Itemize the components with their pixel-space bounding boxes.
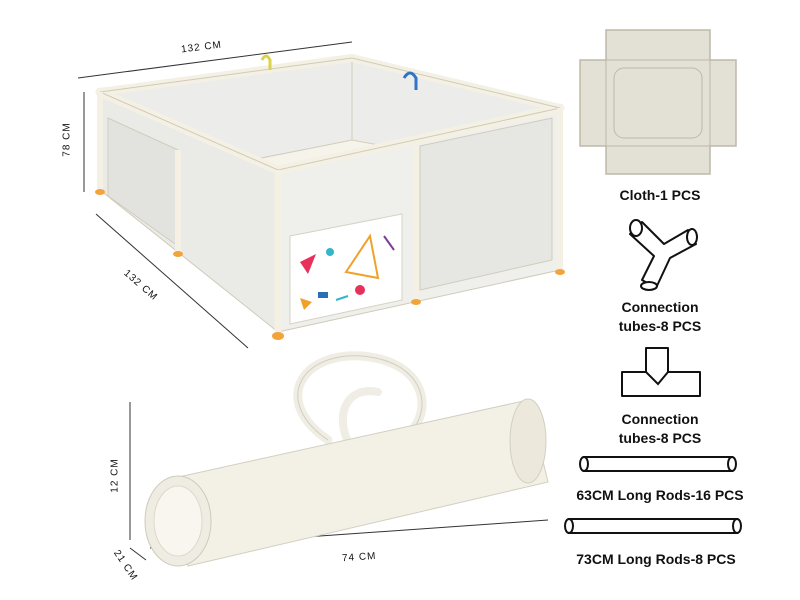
y-tube-label-line1: Connection — [621, 299, 699, 315]
rod-icon — [564, 518, 742, 534]
t-tube-label-line2: tubes-8 PCS — [618, 430, 702, 446]
bag-height-label: 12 CM — [109, 458, 121, 493]
y-tube-label-line2: tubes-8 PCS — [618, 318, 702, 334]
rod-icon — [579, 456, 737, 472]
t-connector-icon — [621, 347, 701, 397]
cloth-icon — [579, 29, 737, 175]
cloth-label: Cloth-1 PCS — [619, 187, 701, 203]
t-tube-label-line1: Connection — [621, 411, 699, 427]
y-connector-icon — [629, 219, 698, 291]
rod-63-label: 63CM Long Rods-16 PCS — [576, 487, 744, 503]
rod-73-label: 73CM Long Rods-8 PCS — [576, 551, 736, 567]
